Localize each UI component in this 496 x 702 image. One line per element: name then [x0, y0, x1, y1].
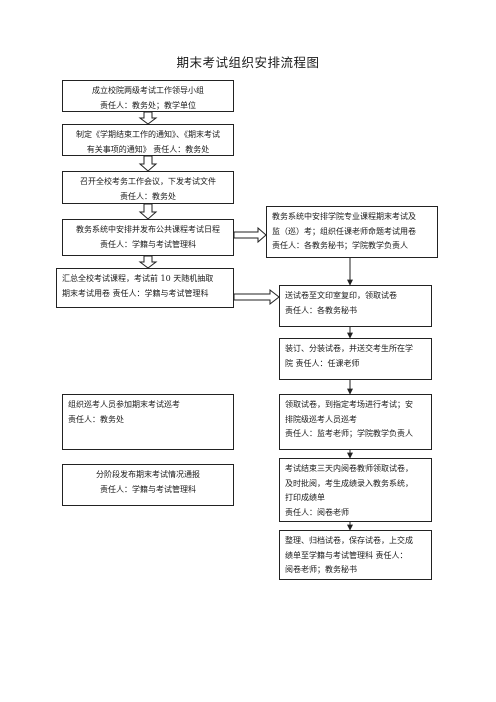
block-arrow-4	[138, 255, 158, 269]
step-print-and-collect-papers: 送试卷至文印室复印，领取试卷 责任人：各教务秘书	[279, 285, 432, 327]
box-line: 责任人：监考老师；学院教学负责人	[285, 429, 413, 438]
box-line: 责任人：学籍与考试管理科	[100, 239, 196, 249]
step-grade-and-record-scores: 考试结束三天内阅卷教师领取试卷， 及时批阅，考生成绩录入教务系统， 打印成绩单 …	[279, 458, 432, 522]
box-line: 期末考试用卷 责任人：学籍与考试管理科	[62, 288, 209, 298]
step-collect-exam-papers: 汇总全校考试课程，考试前 10 天随机抽取 期末考试用卷 责任人：学籍与考试管理…	[56, 268, 234, 308]
step-exam-affairs-meeting: 召开全校考务工作会议，下发考试文件 责任人：教务处	[62, 171, 234, 204]
box-line: 召开全校考务工作会议，下发考试文件	[80, 177, 216, 186]
box-line: 汇总全校考试课程，考试前 10 天随机抽取	[62, 274, 214, 283]
box-line: 打印成绩单	[285, 493, 325, 502]
box-line: 排院级巡考人员巡考	[285, 414, 357, 424]
block-arrow-5	[233, 226, 267, 244]
step-conduct-exam: 领取试卷，到指定考场进行考试；安 排院级巡考人员巡考 责任人：监考老师；学院教学…	[279, 394, 432, 450]
box-line: 送试卷至文印室复印，领取试卷	[285, 291, 397, 300]
block-arrow-2	[138, 155, 158, 172]
block-arrow-1	[138, 111, 158, 125]
box-line: 阅卷老师；教务秘书	[285, 565, 357, 574]
box-line: 教务系统中安排并发布公共课程考试日程	[76, 225, 220, 234]
box-line: 制定《学期结束工作的通知》、《期末考试	[76, 130, 220, 139]
block-arrow-6	[233, 288, 280, 306]
box-line: 装订、分装试卷，并送交考生所在学	[285, 344, 413, 353]
step-archive-papers: 整理、归档试卷，保存试卷，上交成 绩单至学籍与考试管理科 责任人： 阅卷老师；教…	[279, 530, 432, 580]
box-line: 责任人：各教务秘书	[285, 305, 357, 315]
box-line: 有关事项的通知》 责任人：教务处	[86, 144, 210, 154]
box-line: 院 责任人：任课老师	[285, 358, 360, 368]
box-line: 及时批阅，考生成绩录入教务系统，	[285, 478, 413, 488]
step-bind-and-deliver-papers: 装订、分装试卷，并送交考生所在学 院 责任人：任课老师	[279, 338, 432, 380]
box-line: 考试结束三天内阅卷教师领取试卷，	[285, 464, 413, 473]
box-line: 责任人：学籍与考试管理科	[100, 484, 196, 494]
box-line: 责任人：教务处	[120, 191, 176, 201]
step-college-course-arrangement: 教务系统中安排学院专业课程期末考试及 监（巡）考；组织任课老师命题考试用卷 责任…	[266, 206, 438, 258]
page-title: 期末考试组织安排流程图	[176, 55, 320, 70]
step-form-exam-leading-group: 成立校院两级考试工作领导小组 责任人：教务处；教学单位	[62, 80, 234, 112]
step-public-course-schedule: 教务系统中安排并发布公共课程考试日程 责任人：学籍与考试管理科	[62, 219, 234, 256]
box-line: 责任人：阅卷老师	[285, 507, 349, 517]
box-line: 责任人：各教务秘书；学院教学负责人	[272, 241, 408, 250]
box-line: 监（巡）考；组织任课老师命题考试用卷	[272, 226, 416, 236]
block-arrow-3	[138, 203, 158, 220]
box-line: 成立校院两级考试工作领导小组	[92, 86, 204, 95]
box-line: 责任人：教务处；教学单位	[100, 100, 196, 110]
step-draft-notices: 制定《学期结束工作的通知》、《期末考试 有关事项的通知》 责任人：教务处	[62, 124, 234, 156]
box-line: 整理、归档试卷，保存试卷，上交成	[285, 536, 413, 545]
box-line: 分阶段发布期末考试情况通报	[96, 470, 200, 479]
box-line: 教务系统中安排学院专业课程期末考试及	[272, 212, 416, 221]
box-line: 领取试卷，到指定考场进行考试；安	[285, 400, 413, 409]
step-patrol-inspection: 组织巡考人员参加期末考试巡考 责任人：教务处	[62, 394, 234, 450]
box-line: 责任人：教务处	[68, 414, 124, 424]
box-line: 绩单至学籍与考试管理科 责任人：	[285, 550, 408, 560]
box-line: 组织巡考人员参加期末考试巡考	[68, 400, 180, 409]
step-publish-exam-reports: 分阶段发布期末考试情况通报 责任人：学籍与考试管理科	[62, 464, 234, 506]
